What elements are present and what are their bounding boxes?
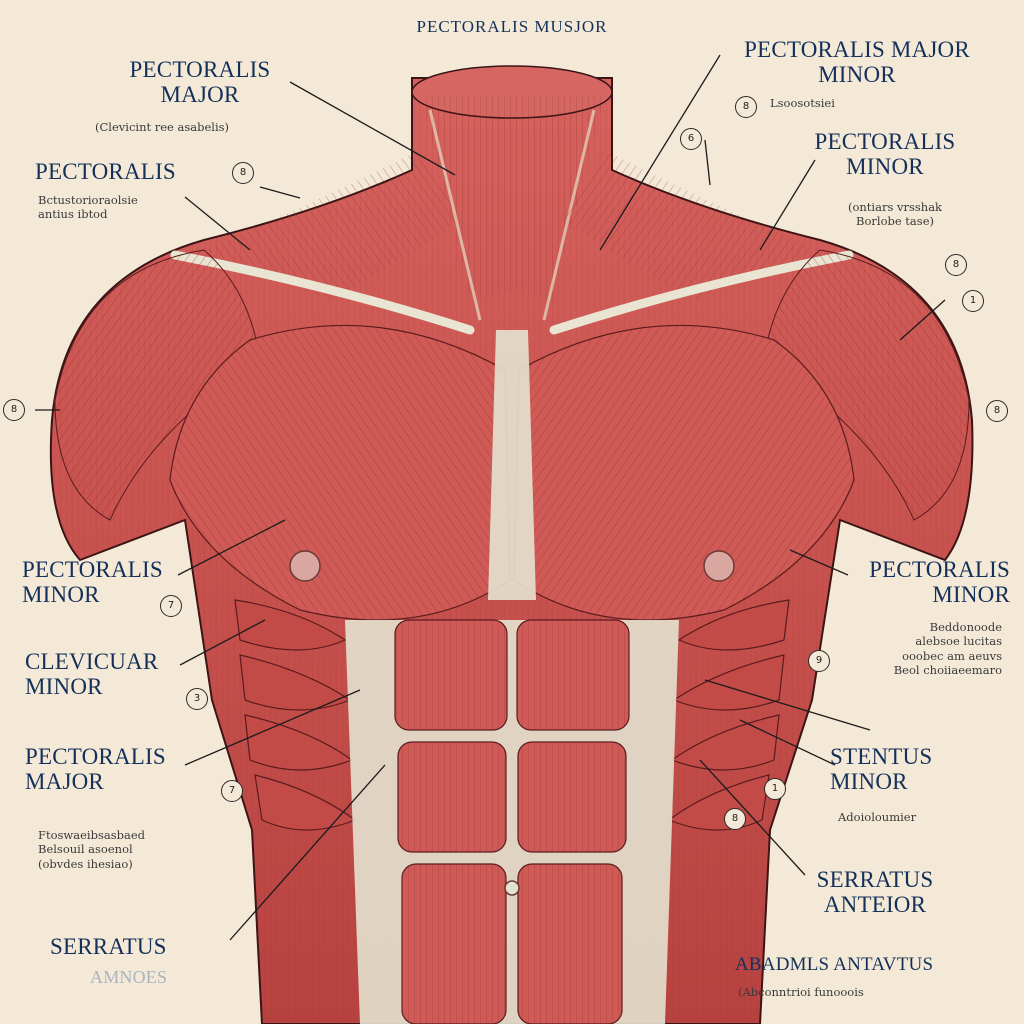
trapezius-right xyxy=(564,150,819,300)
label-pectoralis-major-lower-left: PECTORALIS MAJOR xyxy=(25,744,166,794)
label-pectoralis-upper-left: PECTORALIS xyxy=(35,159,176,184)
label-pectoralis-minor-upper-right: PECTORALIS MINOR xyxy=(814,129,956,179)
note-pectoralis-major-top-left: (Clevicint ree asabelis) xyxy=(95,120,230,134)
diagram-title: PECTORALIS MUSJOR xyxy=(416,17,608,36)
marker-11: 9 xyxy=(808,650,830,672)
nipple-left xyxy=(289,550,321,582)
serratus-right xyxy=(667,599,790,831)
trapezius-left xyxy=(205,150,460,300)
marker-13: 8 xyxy=(724,808,746,830)
note-abdominal: (Abconntrioi funooois xyxy=(738,985,864,999)
marker-4: 8 xyxy=(945,254,967,276)
deltoid-right xyxy=(763,249,970,521)
note-pectoralis-major-lower-left: Ftoswaeibsasbaed Belsouil asoenol (obvde… xyxy=(38,828,146,871)
label-pectoralis-major-top-left: PECTORALIS MAJOR xyxy=(129,57,271,107)
marker-5: 1 xyxy=(962,290,984,312)
label-serratus-left: SERRATUS xyxy=(50,934,167,959)
label-pectoralis-minor-mid-left: PECTORALIS MINOR xyxy=(22,557,163,607)
marker-1: 8 xyxy=(232,162,254,184)
note-top-right: Lsoosotsiei xyxy=(770,96,835,110)
serratus-left xyxy=(234,599,357,831)
marker-2: 6 xyxy=(680,128,702,150)
marker-10: 7 xyxy=(221,780,243,802)
label-pectoralis-major-minor-top-right: PECTORALIS MAJOR MINOR xyxy=(744,37,970,87)
label-clevicular-minor: CLEVICUAR MINOR xyxy=(25,649,159,699)
note-serratus-left: AMNOES xyxy=(90,967,168,987)
marker-12: 1 xyxy=(764,778,786,800)
note-pectoralis-upper-left: Bctustorioraolsie antius ibtod xyxy=(38,193,138,222)
marker-9: 3 xyxy=(186,688,208,710)
marker-3: 8 xyxy=(735,96,757,118)
marker-8: 7 xyxy=(160,595,182,617)
note-stentus-minor: Adoioloumier xyxy=(838,810,917,824)
label-abdominal: ABADMLS ANTAVTUS xyxy=(735,954,934,975)
leader-lines xyxy=(35,54,946,941)
sternum xyxy=(488,330,536,600)
label-serratus-anterior: SERRATUS ANTEIOR xyxy=(816,867,934,917)
navel xyxy=(504,880,520,896)
deltoid-left xyxy=(54,249,261,521)
marker-7: 8 xyxy=(986,400,1008,422)
marker-6: 8 xyxy=(3,399,25,421)
label-pectoralis-minor-mid-right: PECTORALIS MINOR xyxy=(869,557,1010,607)
nipple-right xyxy=(703,550,735,582)
neck-muscles xyxy=(411,65,613,321)
note-pectoralis-minor-mid-right: Beddonoode alebsoe lucitas ooobec am aeu… xyxy=(893,620,1002,678)
label-stentus-minor: STENTUS MINOR xyxy=(830,744,933,794)
note-pectoralis-minor-upper-right: (ontiars vrsshak Borlobe tase) xyxy=(847,200,943,229)
